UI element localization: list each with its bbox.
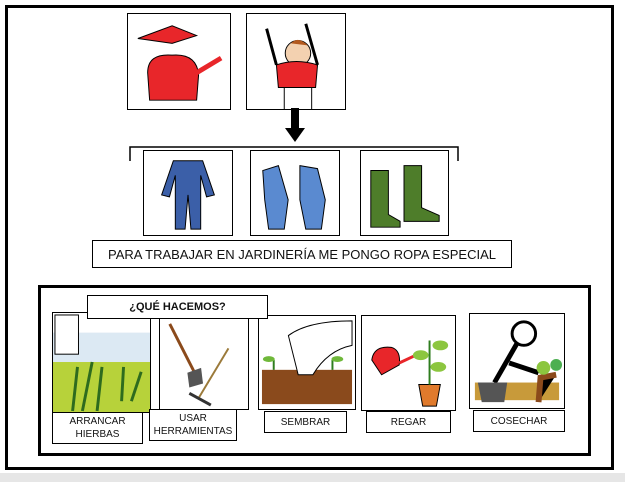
bottom-strip: [0, 473, 625, 482]
activities-frame: [38, 285, 591, 456]
watering-pictogram: [361, 315, 456, 411]
tools-use-pictogram: [159, 318, 249, 410]
arrow-down-icon: [285, 108, 305, 142]
activity-label-regar: REGAR: [366, 411, 451, 433]
harvesting-pictogram: [469, 313, 565, 409]
tools-pictogram: [127, 13, 231, 110]
overalls-pictogram: [143, 150, 233, 236]
activity-label-sembrar: SEMBRAR: [264, 411, 347, 433]
gloves-pictogram: [250, 150, 340, 236]
activity-label-usar: USAR HERRAMIENTAS: [149, 409, 237, 441]
sowing-pictogram: [258, 315, 356, 410]
brace: [128, 143, 460, 163]
undressing-pictogram: [246, 13, 346, 110]
main-caption: PARA TRABAJAR EN JARDINERÍA ME PONGO ROP…: [92, 240, 512, 268]
activities-title: ¿QUÉ HACEMOS?: [87, 295, 268, 319]
weeding-pictogram: [52, 312, 151, 413]
boots-pictogram: [360, 150, 449, 236]
outer-frame: [5, 5, 614, 470]
activity-label-arrancar: ARRANCAR HIERBAS: [52, 412, 143, 444]
activity-label-cosechar: COSECHAR: [473, 410, 565, 432]
